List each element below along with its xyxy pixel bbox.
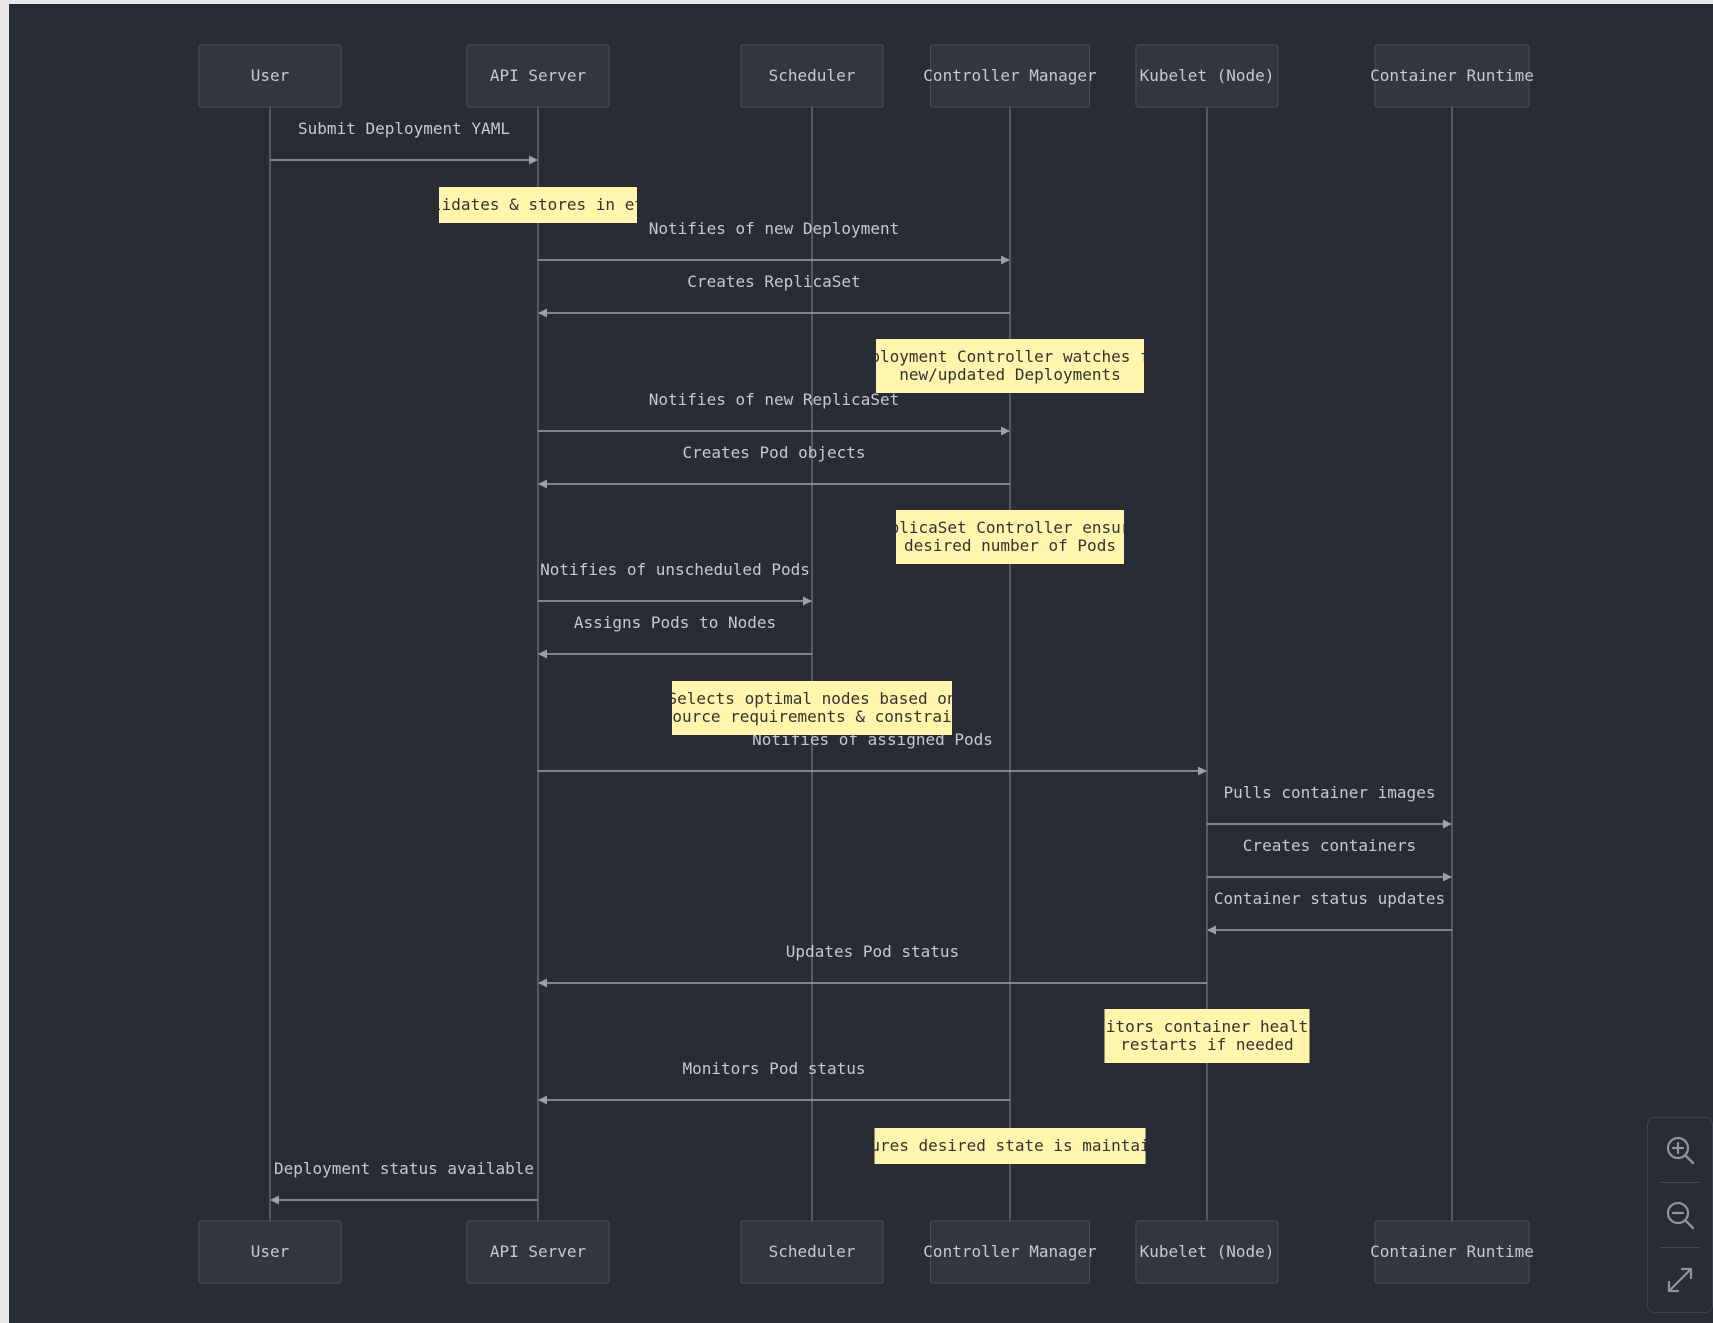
actor-label: API Server (490, 66, 587, 85)
message-label: Container status updates (1214, 889, 1445, 908)
message-label: Pulls container images (1224, 783, 1436, 802)
actor-box-user-top: User (198, 44, 342, 108)
message-label: Monitors Pod status (682, 1059, 865, 1078)
note-cm: Ensures desired state is maintained (841, 1128, 1178, 1164)
message-6: Creates Pod objects (538, 443, 1010, 489)
message-label: Creates ReplicaSet (687, 272, 860, 291)
actor-box-api-top: API Server (466, 44, 610, 108)
message-11: Notifies of assigned Pods (538, 730, 1207, 776)
actor-box-sched-bottom: Scheduler (740, 1220, 884, 1284)
message-2: Notifies of new Deployment (538, 219, 1010, 265)
note-box (672, 681, 952, 735)
actor-label: Controller Manager (923, 1242, 1097, 1261)
note-box (896, 510, 1124, 564)
message-label: Creates Pod objects (682, 443, 865, 462)
message-15: Updates Pod status (538, 942, 1207, 988)
actor-label: API Server (490, 1242, 587, 1261)
actor-label: Kubelet (Node) (1140, 1242, 1275, 1261)
message-label: Deployment status available (274, 1159, 534, 1178)
message-17: Monitors Pod status (538, 1059, 1010, 1105)
actor-box-kubelet-top: Kubelet (Node) (1135, 44, 1279, 108)
note-text: Deployment Controller watches for (851, 347, 1169, 366)
note-kubelet: Monitors container health &restarts if n… (1077, 1009, 1337, 1063)
zoom-out-icon (1666, 1201, 1695, 1230)
note-text: ReplicaSet Controller ensures (870, 518, 1149, 537)
actor-label: User (251, 66, 290, 85)
actor-label: Controller Manager (923, 66, 1097, 85)
message-13: Creates containers (1207, 836, 1452, 882)
message-8: Notifies of unscheduled Pods (538, 560, 812, 606)
sequence-diagram: Submit Deployment YAML Notifies of new De… (198, 44, 1534, 1284)
actor-box-cm-top: Controller Manager (923, 44, 1097, 108)
actor-label: Kubelet (Node) (1140, 66, 1275, 85)
zoom-controls (1647, 1117, 1713, 1313)
actor-box-frame (1135, 1220, 1279, 1284)
diagram-canvas: Submit Deployment YAML Notifies of new De… (9, 4, 1713, 1323)
actor-box-frame (198, 1220, 342, 1284)
actor-box-frame (466, 44, 610, 108)
message-label: Submit Deployment YAML (298, 119, 510, 138)
message-19: Deployment status available (270, 1159, 538, 1205)
note-text: restarts if needed (1120, 1035, 1293, 1054)
note-cm: Deployment Controller watches fornew/upd… (851, 339, 1169, 393)
message-9: Assigns Pods to Nodes (538, 613, 812, 659)
message-label: Notifies of new ReplicaSet (649, 390, 899, 409)
actor-label: Scheduler (769, 66, 856, 85)
actor-box-runtime-bottom: Container Runtime (1370, 1220, 1534, 1284)
message-label: Creates containers (1243, 836, 1416, 855)
note-text: Validates & stores in etcd (413, 195, 663, 214)
message-label: Updates Pod status (786, 942, 959, 961)
zoom-in-icon (1666, 1136, 1695, 1165)
message-label: Assigns Pods to Nodes (574, 613, 776, 632)
actor-box-frame (740, 1220, 884, 1284)
note-text: new/updated Deployments (899, 365, 1121, 384)
actor-label: Container Runtime (1370, 66, 1534, 85)
zoom-divider (1660, 1247, 1700, 1248)
fit-screen-icon (1667, 1267, 1693, 1293)
message-12: Pulls container images (1207, 783, 1452, 829)
zoom-in-button[interactable] (1648, 1118, 1712, 1182)
actor-box-cm-bottom: Controller Manager (923, 1220, 1097, 1284)
message-5: Notifies of new ReplicaSet (538, 390, 1010, 436)
actor-box-api-bottom: API Server (466, 1220, 610, 1284)
message-3: Creates ReplicaSet (538, 272, 1010, 318)
note-box (876, 339, 1144, 393)
note-text: resource requirements & constraints (643, 707, 980, 726)
note-text: Selects optimal nodes based on (668, 689, 957, 708)
actor-label: Scheduler (769, 1242, 856, 1261)
actor-box-frame (1135, 44, 1279, 108)
actor-box-frame (198, 44, 342, 108)
note-box (874, 1128, 1146, 1164)
message-0: Submit Deployment YAML (270, 119, 538, 165)
note-box (439, 187, 637, 223)
actor-box-frame (1374, 44, 1530, 108)
actor-box-frame (740, 44, 884, 108)
actor-label: User (251, 1242, 290, 1261)
zoom-out-button[interactable] (1648, 1183, 1712, 1247)
note-text: Ensures desired state is maintained (841, 1136, 1178, 1155)
zoom-divider (1660, 1182, 1700, 1183)
message-label: Notifies of unscheduled Pods (540, 560, 810, 579)
note-api: Validates & stores in etcd (413, 187, 663, 223)
note-box (1104, 1009, 1310, 1063)
actor-box-kubelet-bottom: Kubelet (Node) (1135, 1220, 1279, 1284)
message-label: Notifies of new Deployment (649, 219, 899, 238)
actor-box-user-bottom: User (198, 1220, 342, 1284)
actor-label: Container Runtime (1370, 1242, 1534, 1261)
actor-box-frame (466, 1220, 610, 1284)
actor-box-frame (930, 44, 1090, 108)
note-text: Monitors container health & (1077, 1017, 1337, 1036)
message-14: Container status updates (1207, 889, 1452, 935)
actor-box-frame (930, 1220, 1090, 1284)
actor-box-runtime-top: Container Runtime (1370, 44, 1534, 108)
note-text: desired number of Pods (904, 536, 1116, 555)
actor-box-sched-top: Scheduler (740, 44, 884, 108)
fit-screen-button[interactable] (1648, 1248, 1712, 1312)
actor-box-frame (1374, 1220, 1530, 1284)
